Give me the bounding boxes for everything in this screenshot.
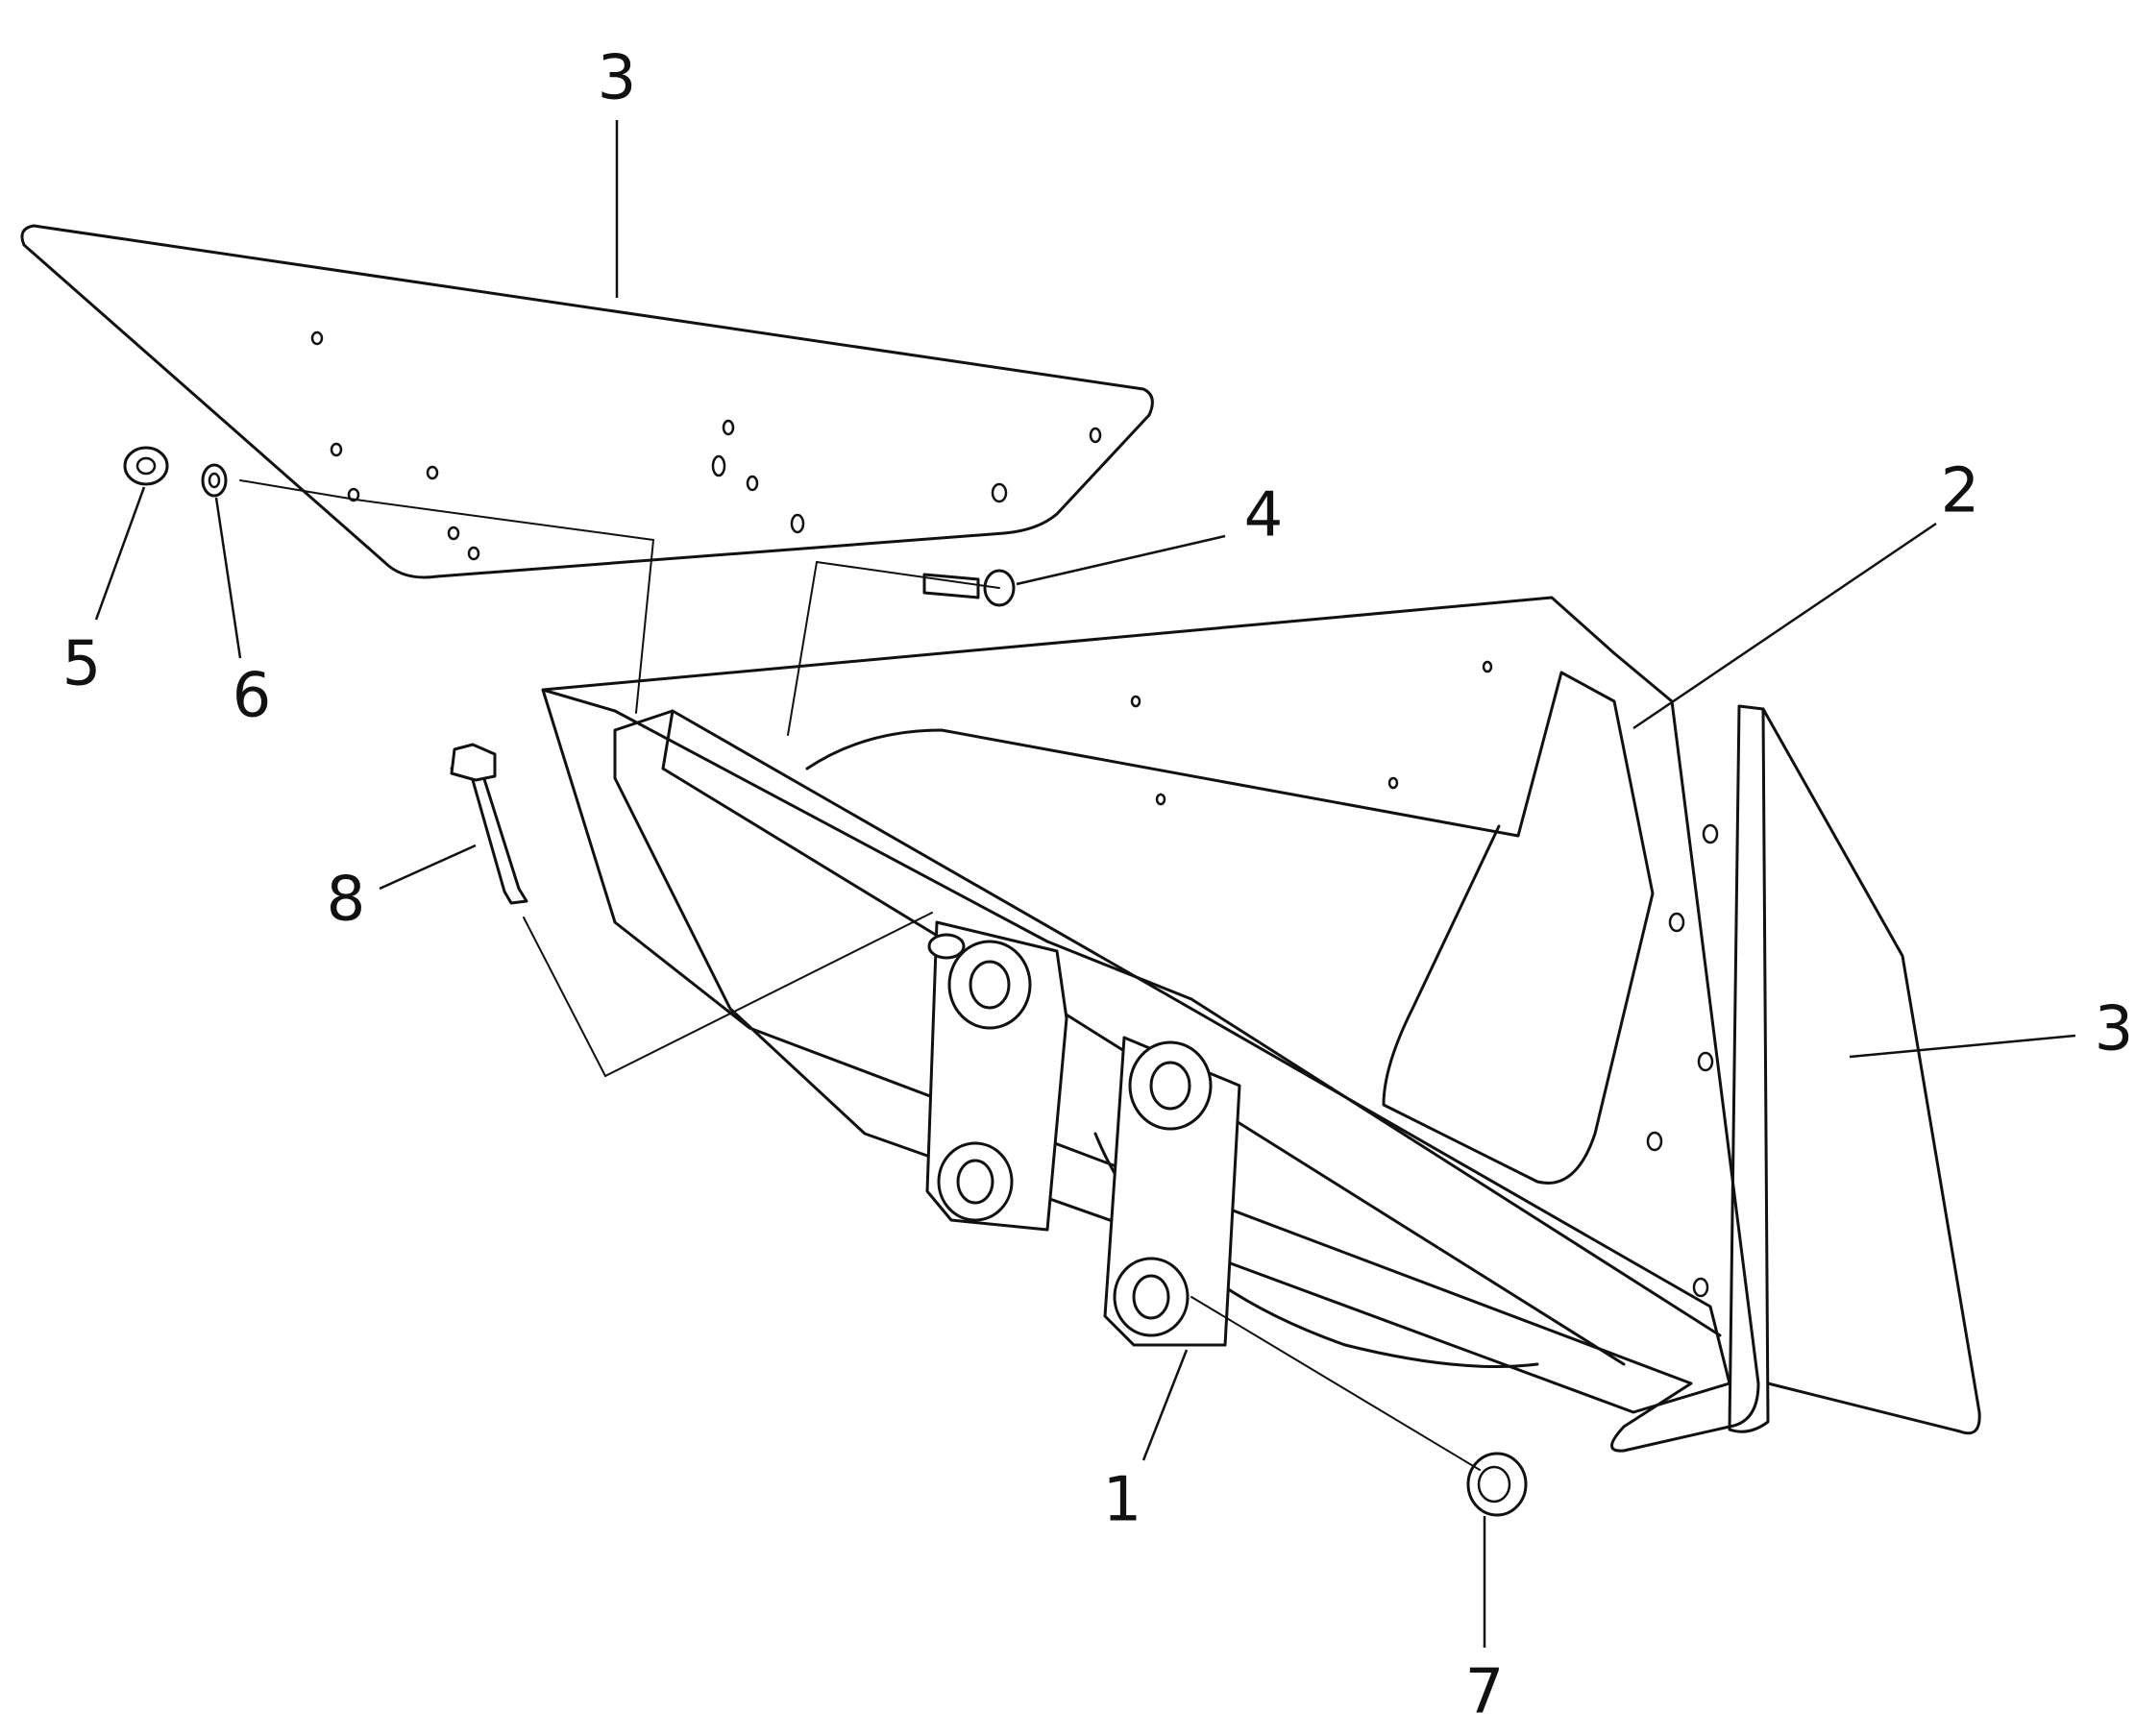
callout-3b: 3 bbox=[1849, 994, 2134, 1065]
callout-6: 6 bbox=[214, 497, 272, 732]
arm-assembly bbox=[613, 709, 1731, 1414]
callout-3b-label: 3 bbox=[2095, 994, 2134, 1065]
bolt-long bbox=[450, 743, 528, 905]
callout-5: 5 bbox=[62, 486, 146, 700]
side-plate-lower bbox=[1761, 707, 1981, 1435]
bolt-short bbox=[922, 569, 1016, 607]
callout-4: 4 bbox=[1016, 480, 1284, 586]
callout-8: 8 bbox=[327, 844, 477, 936]
callout-3a: 3 bbox=[598, 43, 637, 298]
callout-7: 7 bbox=[1465, 1516, 1505, 1728]
callout-7-label: 7 bbox=[1465, 1657, 1505, 1728]
assembly-lines bbox=[239, 479, 1481, 1471]
washer-small bbox=[201, 463, 228, 498]
callout-5-label: 5 bbox=[62, 629, 102, 700]
callout-4-label: 4 bbox=[1244, 480, 1284, 551]
callout-1-label: 1 bbox=[1103, 1465, 1142, 1536]
callout-2-label: 2 bbox=[1941, 456, 1980, 527]
side-plate-upper bbox=[20, 224, 1154, 579]
bracket-body bbox=[541, 596, 1770, 1453]
callout-6-label: 6 bbox=[233, 661, 272, 732]
callout-2: 2 bbox=[1632, 456, 1980, 730]
spacer-washer bbox=[1466, 1452, 1528, 1517]
callout-3a-label: 3 bbox=[598, 43, 637, 114]
callout-1: 1 bbox=[1103, 1349, 1189, 1536]
nut bbox=[123, 446, 169, 486]
callout-8-label: 8 bbox=[327, 865, 366, 936]
